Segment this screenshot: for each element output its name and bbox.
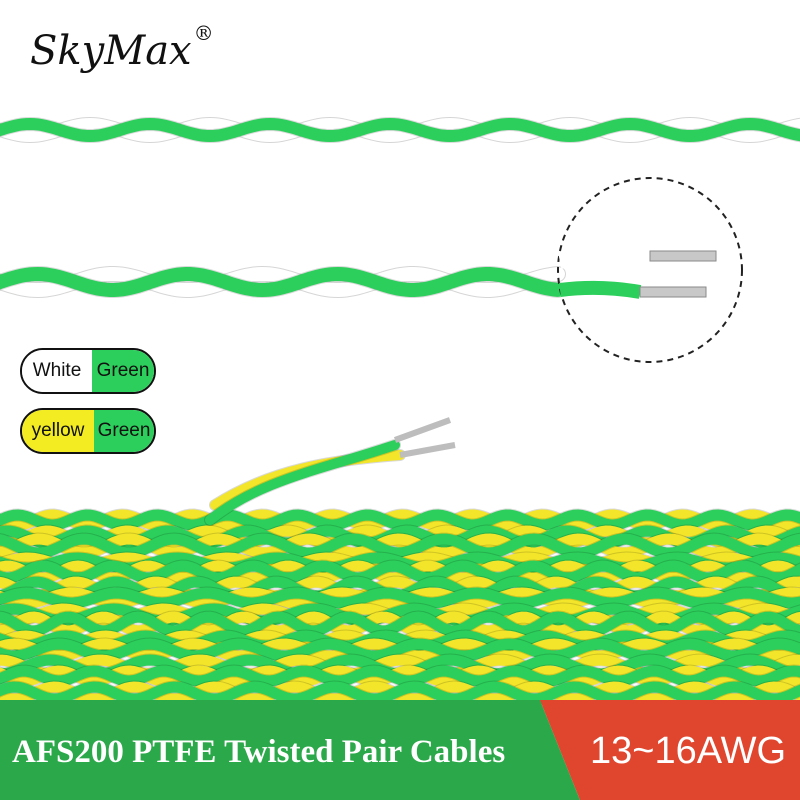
coil-strand-green (0, 681, 800, 705)
bottom-banner (0, 700, 800, 800)
bare-conductor-0 (649, 250, 717, 262)
banner-green-band (0, 700, 580, 800)
coil-cable-13 (0, 680, 800, 706)
coil-strand-yellow (0, 509, 800, 531)
coil-cable-10 (0, 637, 800, 663)
cable-coil-yellow-green (0, 508, 800, 706)
lead-conductor-1 (399, 442, 456, 458)
color-label-white: White (22, 350, 92, 392)
coil-cable-12 (0, 664, 800, 688)
brand-name: SkyMax (30, 28, 192, 74)
cable-white-green-top (0, 116, 800, 144)
color-label-green: Green (92, 350, 154, 392)
cable-yellow-green-lead (204, 417, 456, 526)
registered-mark: ® (193, 20, 214, 45)
zoom-circle (557, 177, 743, 363)
color-option-yellow-green[interactable]: yellow Green (20, 408, 156, 454)
color-option-white-green[interactable]: White Green (20, 348, 156, 394)
coil-strand-yellow (0, 533, 800, 559)
lead-conductor-0 (393, 417, 452, 443)
coil-cable-0 (0, 508, 800, 532)
banner-red-band (540, 700, 800, 800)
strand-b (0, 266, 565, 298)
coil-strand-green (0, 509, 800, 531)
insulation-0 (558, 248, 651, 269)
coil-strand-green (0, 611, 800, 637)
strand-b (0, 117, 800, 143)
coil-strand-green (0, 560, 800, 584)
cable-white-green-middle (0, 265, 566, 299)
coil-cable-6 (0, 586, 800, 610)
brand-logo: SkyMax® (30, 21, 214, 74)
insulation-1 (559, 280, 642, 299)
lead-strand-green (205, 440, 400, 525)
bare-conductor-1 (639, 286, 707, 298)
stripped-wire-ends (558, 248, 717, 299)
coil-strand-green (0, 587, 800, 609)
banner-title: AFS200 PTFE Twisted Pair Cables (12, 734, 506, 770)
banner-gauge: 13~16AWG (590, 730, 787, 772)
coil-strand-green (0, 665, 800, 687)
color-label-green-2: Green (94, 410, 154, 452)
coil-strand-green (0, 638, 800, 662)
coil-cable-8 (0, 610, 800, 638)
color-label-yellow: yellow (22, 410, 94, 452)
